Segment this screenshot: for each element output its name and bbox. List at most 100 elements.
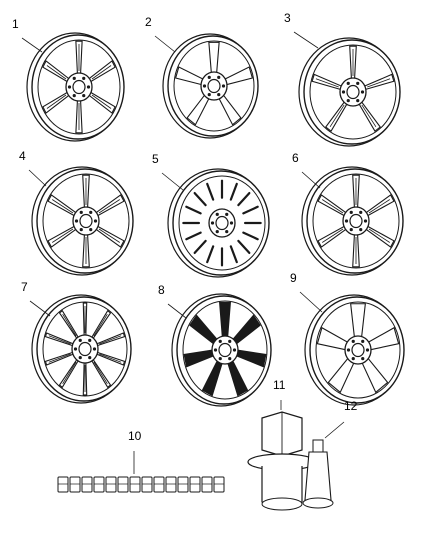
lug-nut (229, 221, 234, 225)
weight-segment (177, 476, 189, 493)
lug-nut (215, 230, 219, 234)
weight-segment (213, 476, 225, 493)
lug-nut-part (247, 411, 317, 511)
leader-lines (21, 31, 345, 474)
lug-nut (218, 357, 222, 361)
leader-8 (167, 303, 187, 319)
weight-segment (105, 476, 117, 493)
center-cap (207, 78, 221, 94)
center-cap (346, 84, 360, 100)
lug-nut (207, 75, 211, 79)
rim-inner (312, 173, 400, 269)
rim-inner (42, 173, 130, 269)
wheel-1 (26, 32, 125, 142)
rim-inner (315, 301, 401, 399)
leader-12 (324, 421, 345, 439)
spoke-groove (368, 228, 390, 243)
lug-nut (349, 228, 353, 232)
wheel-5 (167, 168, 270, 278)
vent-slot (193, 191, 207, 207)
vent-slot (229, 182, 238, 201)
lug-nut (356, 99, 360, 103)
valve-base (302, 497, 334, 509)
leader-3 (293, 31, 319, 49)
lug-nut (88, 356, 92, 360)
rim-inner (182, 300, 268, 400)
lug-nut (346, 99, 350, 103)
leader-5 (161, 172, 184, 191)
wheel-9 (304, 294, 405, 406)
vent-slot (229, 245, 238, 264)
center-cap (215, 215, 229, 231)
weight-segment (165, 476, 177, 493)
leader-2 (154, 35, 176, 53)
lug-nut (72, 94, 76, 98)
lug-nut (78, 338, 82, 342)
center-cap (351, 342, 365, 358)
lug-nut (217, 93, 221, 97)
valve-stem (302, 439, 334, 509)
lug-nut (361, 339, 365, 343)
callout-label-9: 9 (290, 271, 297, 285)
lug-nut (88, 338, 92, 342)
lug-nut (359, 228, 363, 232)
callout-label-7: 7 (21, 280, 28, 294)
spoke-groove (99, 335, 122, 345)
accessories-group (57, 411, 334, 511)
callout-label-12: 12 (344, 399, 358, 413)
rim-inner (37, 39, 121, 135)
callout-label-5: 5 (152, 152, 159, 166)
rim-inner (173, 40, 255, 132)
weight-segment (81, 476, 93, 493)
lug-nut (73, 347, 78, 351)
wheel-6 (301, 166, 404, 276)
lug-nut (218, 339, 222, 343)
lug-nut (215, 212, 219, 216)
lug-nut (89, 210, 93, 214)
vent-slot (185, 205, 202, 215)
lug-nut (207, 93, 211, 97)
callout-label-2: 2 (145, 15, 152, 29)
center-cap (79, 213, 93, 229)
lug-nut (356, 81, 360, 85)
center-cap (72, 79, 86, 95)
lug-nut (341, 90, 346, 94)
center-cap (218, 342, 232, 358)
lug-nut (217, 75, 221, 79)
spoke-groove (46, 94, 67, 109)
vent-slot (237, 239, 251, 255)
spoke-groove (93, 314, 108, 337)
weight-segment (57, 476, 69, 493)
spoke-groove (329, 104, 345, 128)
lug-nut (344, 219, 349, 223)
leader-7 (29, 300, 51, 317)
spoke-groove (91, 65, 112, 80)
center-cap (78, 341, 92, 357)
spoke-groove (52, 199, 74, 214)
vent-slot (206, 245, 215, 264)
callout-label-8: 8 (158, 283, 165, 297)
vent-slot (237, 191, 251, 207)
lug-nut (82, 76, 86, 80)
lug-nut (202, 84, 207, 88)
valve-body (304, 451, 332, 501)
valve-cap (312, 439, 324, 453)
spoke-groove (52, 228, 74, 243)
leader-4 (28, 169, 47, 187)
spoke-groove (98, 199, 120, 214)
weight-segment (189, 476, 201, 493)
wheel-4 (31, 166, 134, 276)
rim-inner (42, 301, 128, 397)
lug-nut (72, 76, 76, 80)
lug-nut (82, 94, 86, 98)
lug-nut (365, 348, 370, 352)
wheel-7 (31, 294, 132, 404)
vent-slot (206, 182, 215, 201)
spoke-groove (91, 94, 112, 109)
center-cap (349, 213, 363, 229)
lug-nut (92, 347, 97, 351)
lug-nut (225, 230, 229, 234)
spoke-groove (98, 228, 120, 243)
